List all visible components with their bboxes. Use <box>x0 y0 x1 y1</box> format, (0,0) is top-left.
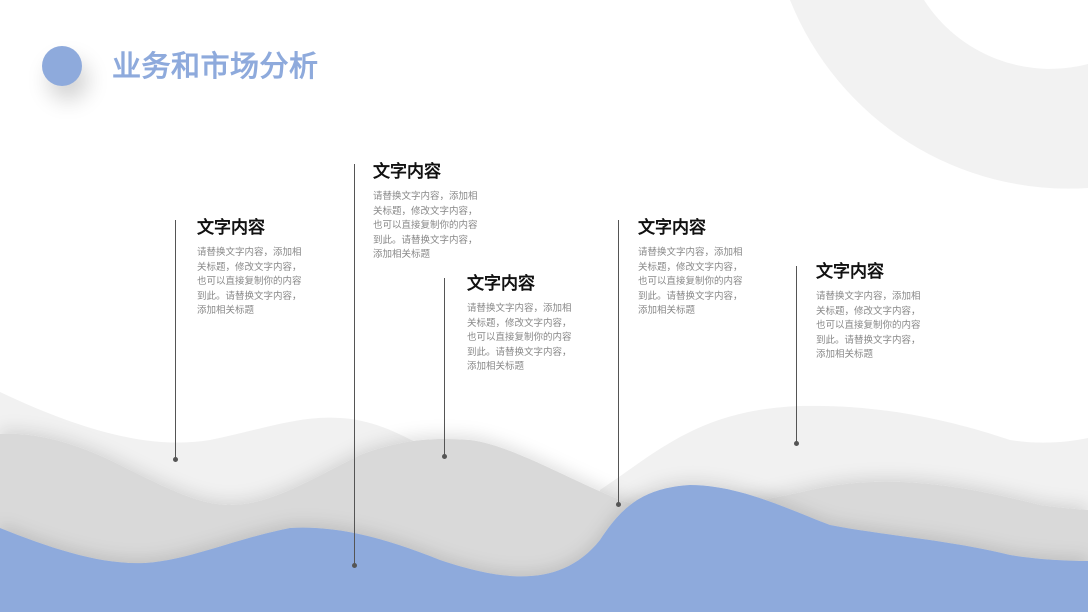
timeline-line-2 <box>354 164 355 567</box>
page-title: 业务和市场分析 <box>112 49 319 83</box>
timeline-line-5 <box>796 266 797 444</box>
timeline-dot-2 <box>352 563 357 568</box>
title-bullet-icon <box>42 46 82 86</box>
timeline-line-3 <box>444 278 445 458</box>
content-block-3: 文字内容 请替换文字内容，添加相关标题，修改文字内容，也可以直接复制你的内容到此… <box>467 274 579 375</box>
block-title: 文字内容 <box>816 262 884 282</box>
block-body: 请替换文字内容，添加相关标题，修改文字内容，也可以直接复制你的内容到此。请替换文… <box>467 303 572 372</box>
content-block-4: 文字内容 请替换文字内容，添加相关标题，修改文字内容，也可以直接复制你的内容到此… <box>638 218 750 319</box>
block-title: 文字内容 <box>373 162 441 182</box>
timeline-dot-5 <box>794 441 799 446</box>
block-title: 文字内容 <box>467 274 535 294</box>
ring-decoration <box>790 0 1088 189</box>
block-title: 文字内容 <box>197 218 265 238</box>
wave-blue <box>0 485 1088 612</box>
block-body: 请替换文字内容，添加相关标题，修改文字内容，也可以直接复制你的内容到此。请替换文… <box>373 191 478 260</box>
content-block-5: 文字内容 请替换文字内容，添加相关标题，修改文字内容，也可以直接复制你的内容到此… <box>816 262 928 363</box>
block-body: 请替换文字内容，添加相关标题，修改文字内容，也可以直接复制你的内容到此。请替换文… <box>816 291 921 360</box>
timeline-line-1 <box>175 220 176 460</box>
block-title: 文字内容 <box>638 218 706 238</box>
timeline-dot-1 <box>173 457 178 462</box>
timeline-line-4 <box>618 220 619 506</box>
content-block-1: 文字内容 请替换文字内容，添加相关标题，修改文字内容，也可以直接复制你的内容到此… <box>197 218 309 319</box>
block-body: 请替换文字内容，添加相关标题，修改文字内容，也可以直接复制你的内容到此。请替换文… <box>197 247 302 316</box>
content-block-2: 文字内容 请替换文字内容，添加相关标题，修改文字内容，也可以直接复制你的内容到此… <box>373 162 485 263</box>
timeline-dot-3 <box>442 454 447 459</box>
block-body: 请替换文字内容，添加相关标题，修改文字内容，也可以直接复制你的内容到此。请替换文… <box>638 247 743 316</box>
timeline-dot-4 <box>616 502 621 507</box>
